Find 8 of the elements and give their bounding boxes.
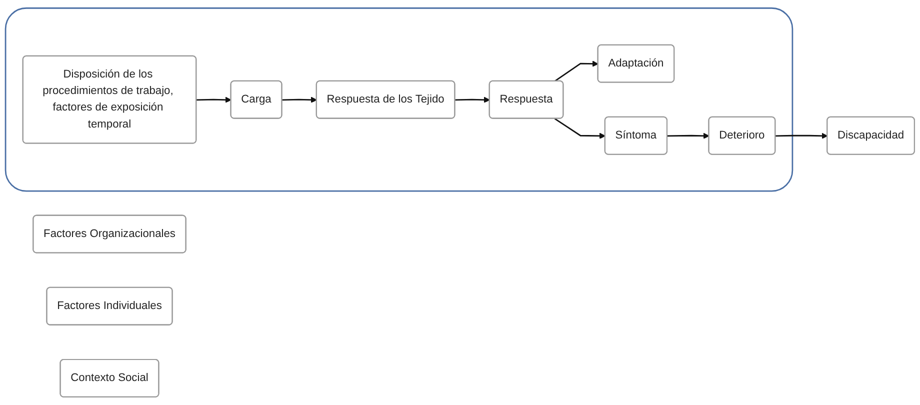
arrow [196,96,232,103]
arrow [775,132,828,139]
arrow [667,132,710,139]
arrow [282,96,318,103]
arrow [554,118,606,139]
cluster [4,7,794,192]
arrow [554,60,598,82]
arrow [455,96,490,103]
